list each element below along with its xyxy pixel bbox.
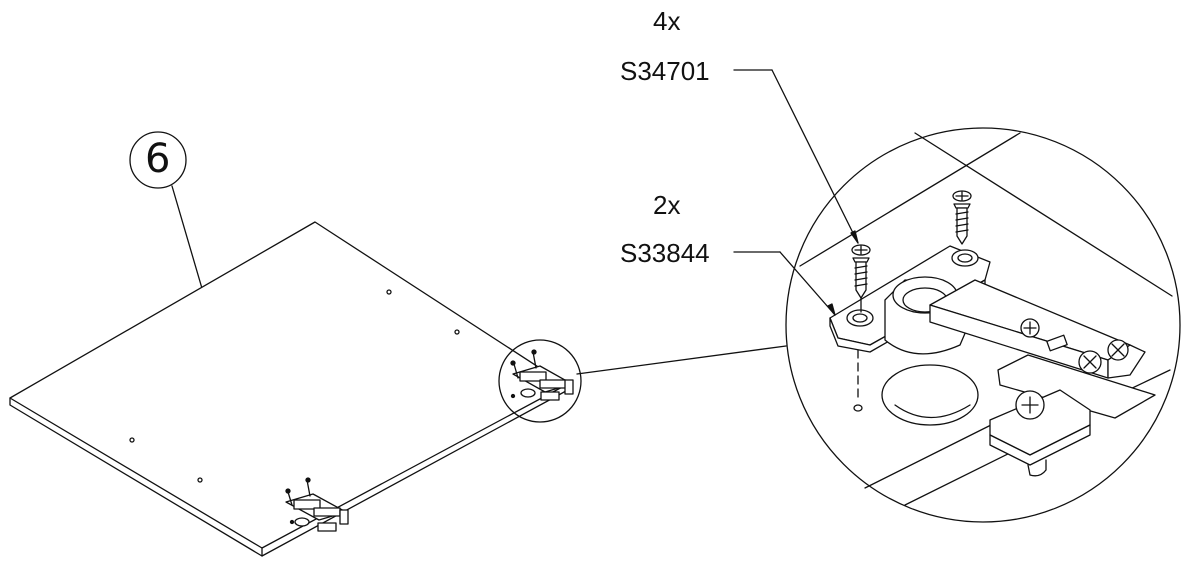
door-panel bbox=[9, 221, 567, 557]
detail-view bbox=[733, 69, 1181, 523]
screw-icon bbox=[952, 190, 972, 245]
hinge-small-upper bbox=[510, 349, 574, 401]
detail-callout bbox=[498, 339, 787, 423]
hinge-quantity: 2x bbox=[653, 190, 681, 220]
hinge-part-code: S33844 bbox=[620, 238, 710, 268]
screw-part-code: S34701 bbox=[620, 56, 710, 86]
screw-quantity: 4x bbox=[653, 6, 681, 36]
screw-icon bbox=[851, 244, 871, 313]
step-number: 6 bbox=[145, 136, 171, 182]
hinge-small-lower bbox=[285, 477, 349, 532]
